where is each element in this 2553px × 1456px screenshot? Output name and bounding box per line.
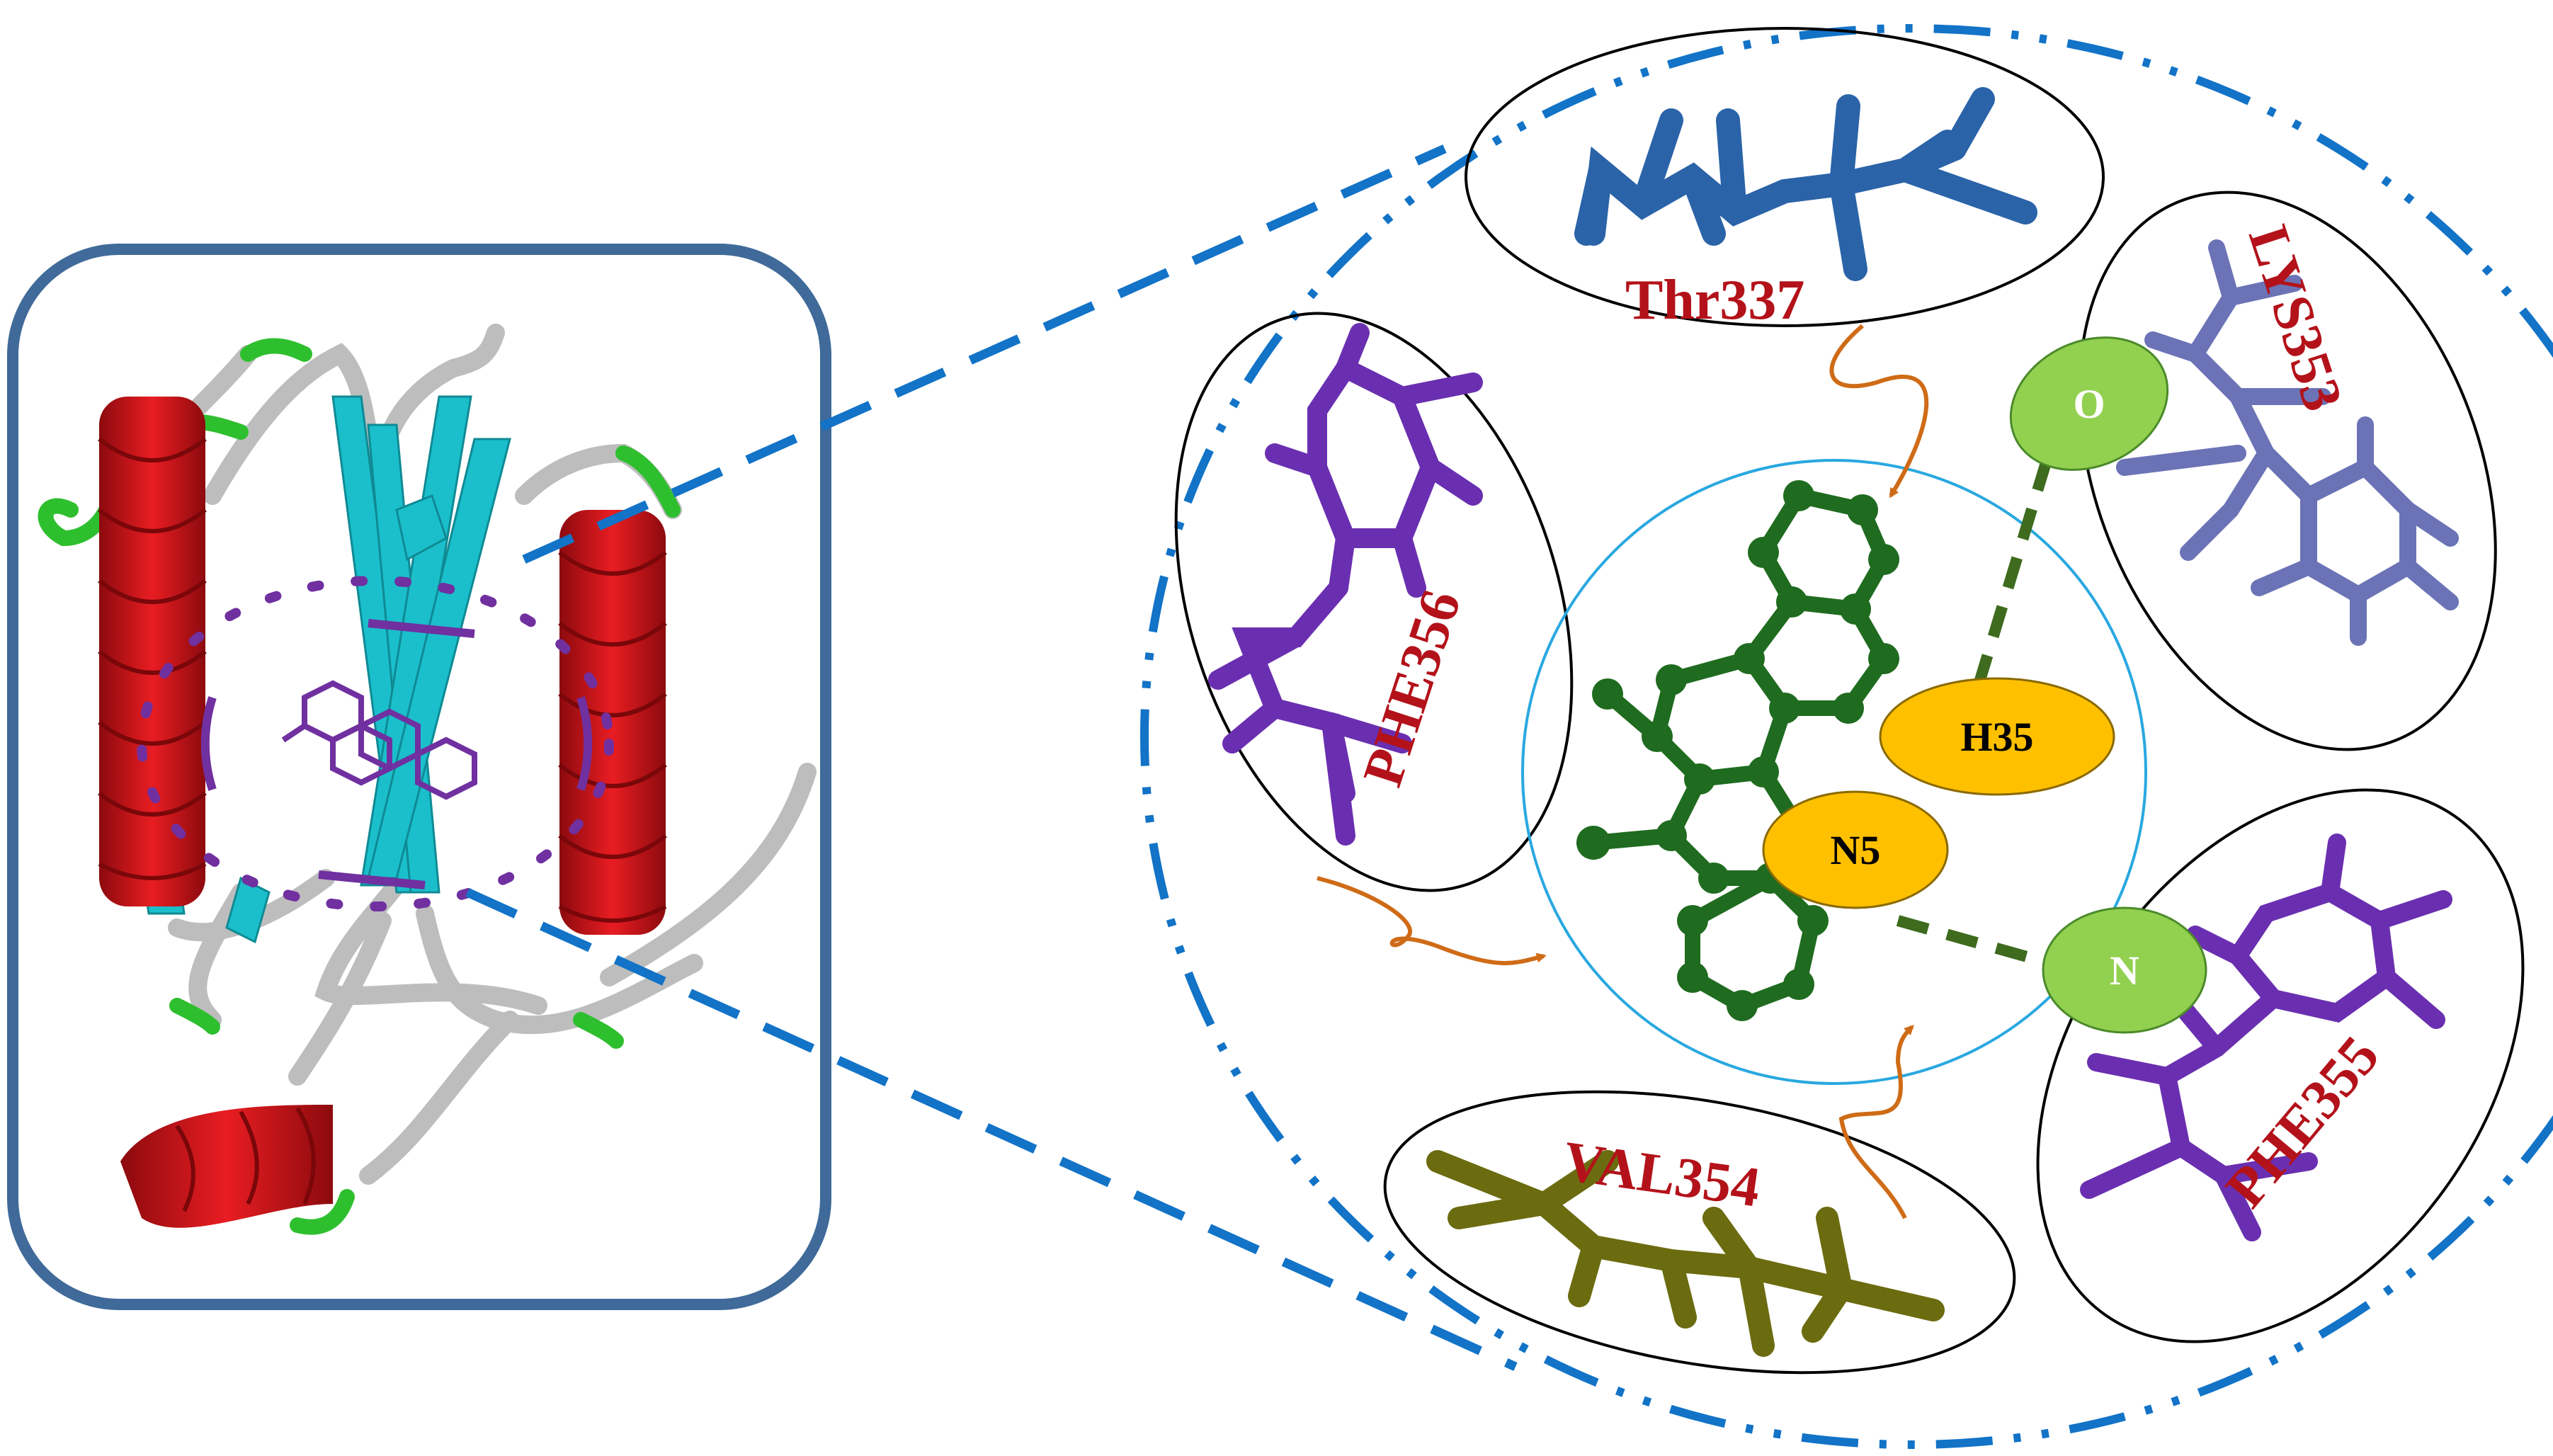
atom-pad-h35: H35 <box>1879 677 2115 796</box>
residue-val354: VAL354 <box>1383 1090 2016 1375</box>
residue-phe355: PHE355 <box>2036 788 2525 1343</box>
label-val354: VAL354 <box>1559 1130 1763 1219</box>
atom-pad-o: O <box>2009 336 2169 471</box>
label-phe355: PHE355 <box>2214 1025 2391 1219</box>
label-phe356: PHE356 <box>1351 583 1473 794</box>
atom-label-o: O <box>2073 381 2105 427</box>
alpha-helix-right <box>558 510 667 935</box>
zoom-circle <box>1140 24 2553 1449</box>
atom-pad-n5: N5 <box>1762 790 1949 909</box>
ligand-boundary <box>1521 459 2147 1085</box>
protein-overview-panel <box>7 244 831 1310</box>
atom-label-h35: H35 <box>1960 714 2033 760</box>
atom-pad-n: N <box>2042 906 2207 1034</box>
residue-phe356: PHE356 <box>1174 312 1574 892</box>
residue-thr337: Thr337 <box>1465 27 2105 331</box>
alpha-helix-left <box>98 397 207 906</box>
hydrophobic-contact-arrows <box>1317 324 1929 1219</box>
zoom-connector-lines <box>465 144 1518 1371</box>
interaction-view: Thr337 LYS353 <box>1140 24 2553 1449</box>
atom-label-n: N <box>2110 948 2139 994</box>
beta-strands <box>140 395 511 944</box>
label-thr337: Thr337 <box>1625 269 1804 331</box>
alpha-helix-bottom <box>120 1105 333 1228</box>
atom-label-n5: N5 <box>1831 827 1881 873</box>
ligand-in-pocket <box>281 680 477 800</box>
binding-pocket-marker <box>137 576 614 911</box>
